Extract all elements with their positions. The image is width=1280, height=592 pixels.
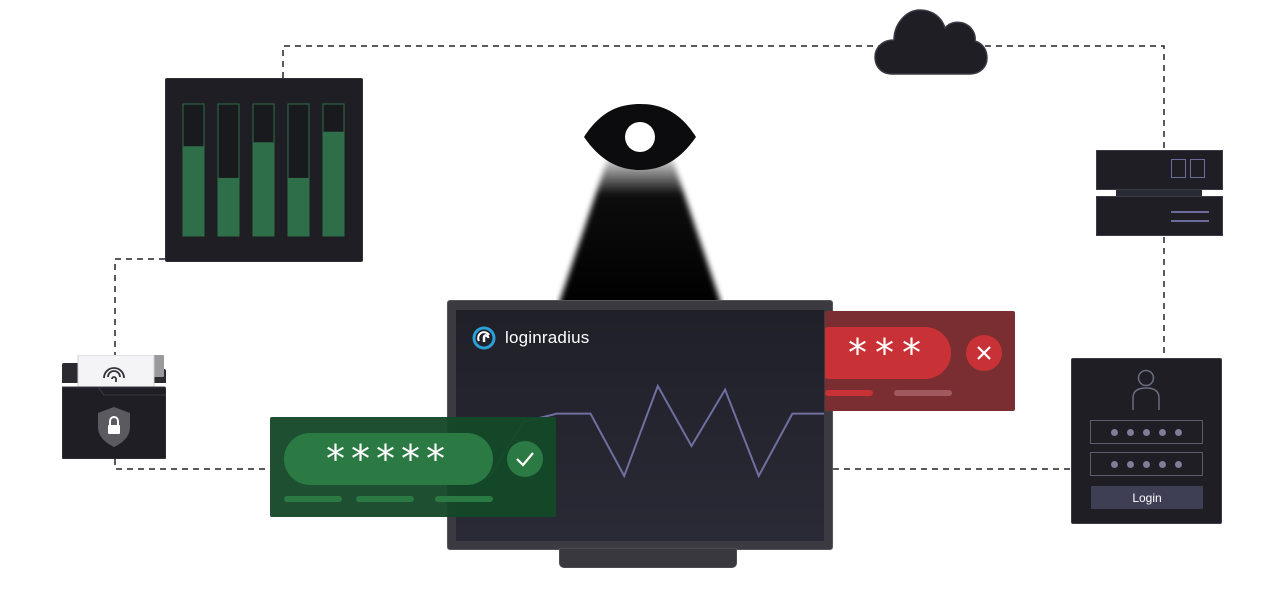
folder-icon <box>62 355 166 459</box>
server-unit-top <box>1096 150 1223 190</box>
invalid-password-field[interactable]: *** <box>825 327 951 379</box>
username-field[interactable] <box>1090 420 1203 444</box>
password-field[interactable] <box>1090 452 1203 476</box>
login-button[interactable]: Login <box>1091 486 1203 509</box>
bar-fill <box>218 177 239 236</box>
brand: loginradius <box>472 326 589 350</box>
eye-icon <box>584 104 696 170</box>
bar-fill <box>253 142 274 236</box>
login-card: Login <box>1071 358 1222 524</box>
shield-lock-icon <box>98 407 130 447</box>
brand-name: loginradius <box>505 328 590 347</box>
valid-password-card: ***** <box>270 417 556 517</box>
hint-bar <box>435 496 493 502</box>
loginradius-logo-icon <box>472 326 496 350</box>
hint-bar <box>284 496 342 502</box>
bar-fill <box>323 131 344 236</box>
monitor: loginradius <box>447 300 833 550</box>
watching-eye <box>558 104 722 306</box>
bar-fill <box>288 177 309 236</box>
bar-chart-card <box>165 78 363 262</box>
invalid-password-card: *** <box>825 311 1015 411</box>
hint-bar <box>825 390 873 396</box>
server-unit-bottom <box>1096 196 1223 236</box>
user-icon <box>1132 369 1160 410</box>
bar-fill <box>183 146 204 236</box>
fingerprint-icon <box>103 367 125 382</box>
hint-bar <box>356 496 414 502</box>
checkmark-icon <box>507 441 543 477</box>
valid-password-field[interactable]: ***** <box>284 433 493 485</box>
cloud-icon <box>874 9 988 75</box>
x-icon <box>966 335 1002 371</box>
monitor-stand <box>559 548 737 568</box>
hint-bar <box>894 390 952 396</box>
bar-chart <box>182 103 345 237</box>
